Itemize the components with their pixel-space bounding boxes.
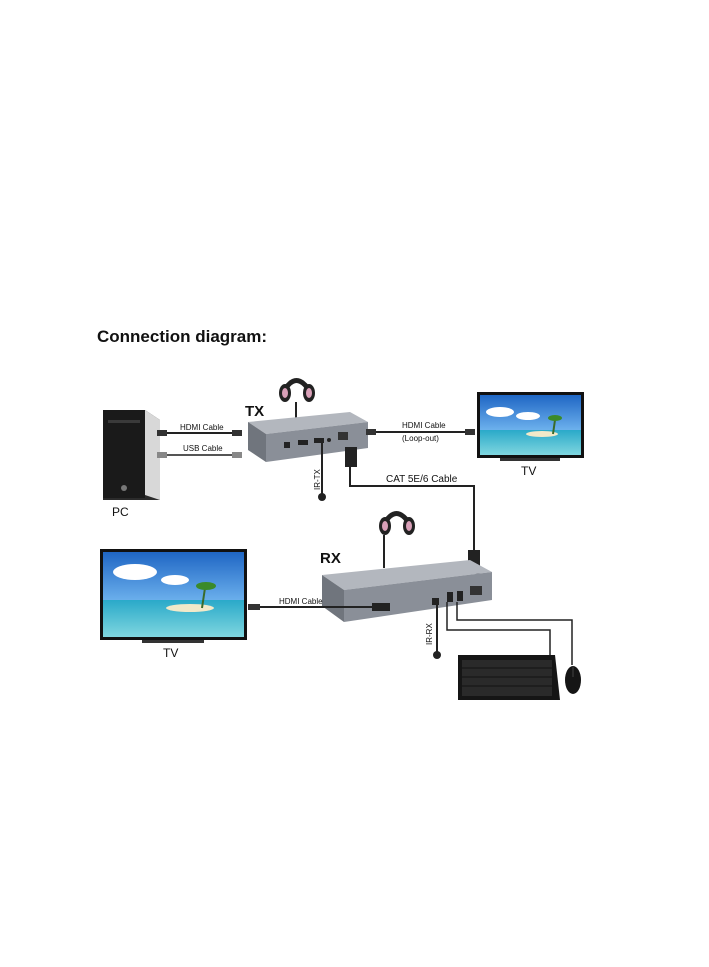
tv-icon bbox=[477, 392, 584, 461]
keyboard-icon bbox=[458, 655, 560, 700]
loop-out-label: (Loop-out) bbox=[402, 434, 439, 443]
diagram-title: Connection diagram: bbox=[97, 327, 268, 346]
headphones-icon bbox=[279, 378, 315, 420]
ir-rx-label: IR-RX bbox=[425, 623, 434, 645]
tv-icon bbox=[100, 549, 247, 643]
cat-cable-label: CAT 5E/6 Cable bbox=[386, 474, 458, 485]
headphones-icon bbox=[379, 511, 415, 568]
rx-device bbox=[322, 560, 492, 622]
cat-cable bbox=[345, 447, 480, 574]
pc-tower-icon bbox=[103, 410, 160, 500]
rx-label: RX bbox=[320, 550, 341, 567]
loop-hdmi-cable-label: HDMI Cable bbox=[402, 421, 446, 430]
pc-hdmi-cable-label: HDMI Cable bbox=[180, 423, 224, 432]
pc-usb-cable-label: USB Cable bbox=[183, 444, 223, 453]
tv-left-label: TV bbox=[163, 646, 178, 660]
loop-out-cable bbox=[366, 429, 475, 435]
ir-tx-label: IR-TX bbox=[313, 468, 322, 490]
tx-label: TX bbox=[245, 403, 264, 420]
mouse-icon bbox=[565, 666, 581, 694]
pc-label: PC bbox=[112, 505, 129, 519]
rx-hdmi-cable-label: HDMI Cable bbox=[279, 597, 323, 606]
tx-device bbox=[248, 412, 368, 462]
tv-right-label: TV bbox=[521, 464, 536, 478]
pc-tx-cables bbox=[157, 430, 242, 458]
rx-hdmi-cable bbox=[248, 604, 372, 610]
